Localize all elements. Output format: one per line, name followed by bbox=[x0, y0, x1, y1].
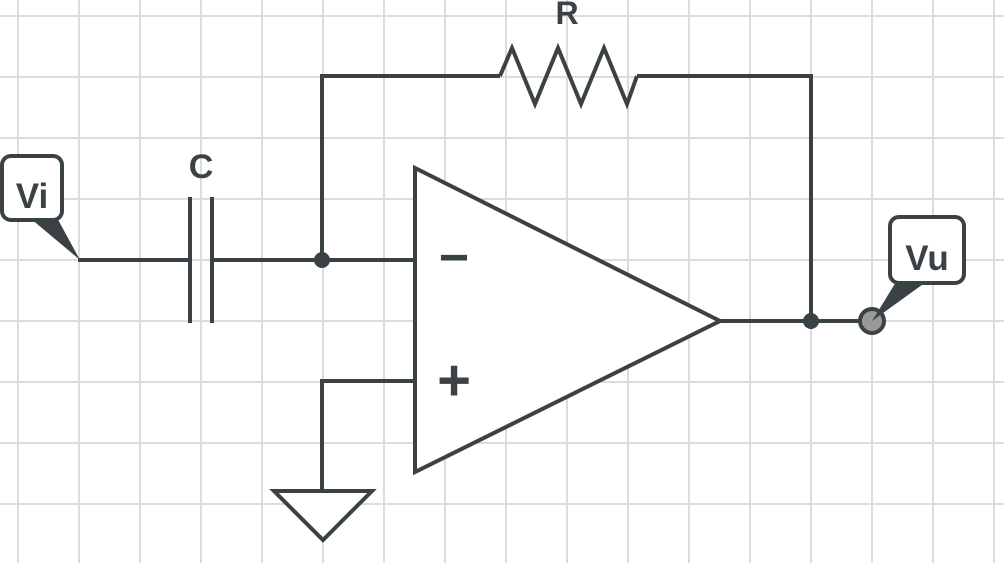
junction-node-input bbox=[314, 252, 330, 268]
output-tag-box bbox=[888, 215, 966, 285]
ground-wire bbox=[320, 379, 415, 491]
resistor-label: R bbox=[555, 0, 578, 31]
opamp-non-inverting-sign: + bbox=[437, 348, 471, 413]
input-tag-pointer bbox=[30, 216, 80, 260]
output-tag-pointer bbox=[872, 282, 926, 321]
ground-symbol bbox=[269, 489, 377, 543]
feedback-wire-right bbox=[637, 74, 813, 321]
resistor-symbol bbox=[498, 42, 639, 110]
opamp-triangle bbox=[413, 164, 725, 476]
output-tag: Vu bbox=[872, 215, 966, 321]
input-tag-label: Vi bbox=[16, 177, 48, 216]
capacitor-label: C bbox=[189, 148, 214, 186]
feedback-wire-left bbox=[320, 74, 500, 260]
opamp-inverting-sign: − bbox=[439, 229, 469, 287]
input-tag: Vi bbox=[0, 154, 80, 260]
output-tag-label: Vu bbox=[905, 239, 948, 278]
junction-node-output bbox=[803, 313, 819, 329]
input-tag-box bbox=[0, 154, 64, 222]
